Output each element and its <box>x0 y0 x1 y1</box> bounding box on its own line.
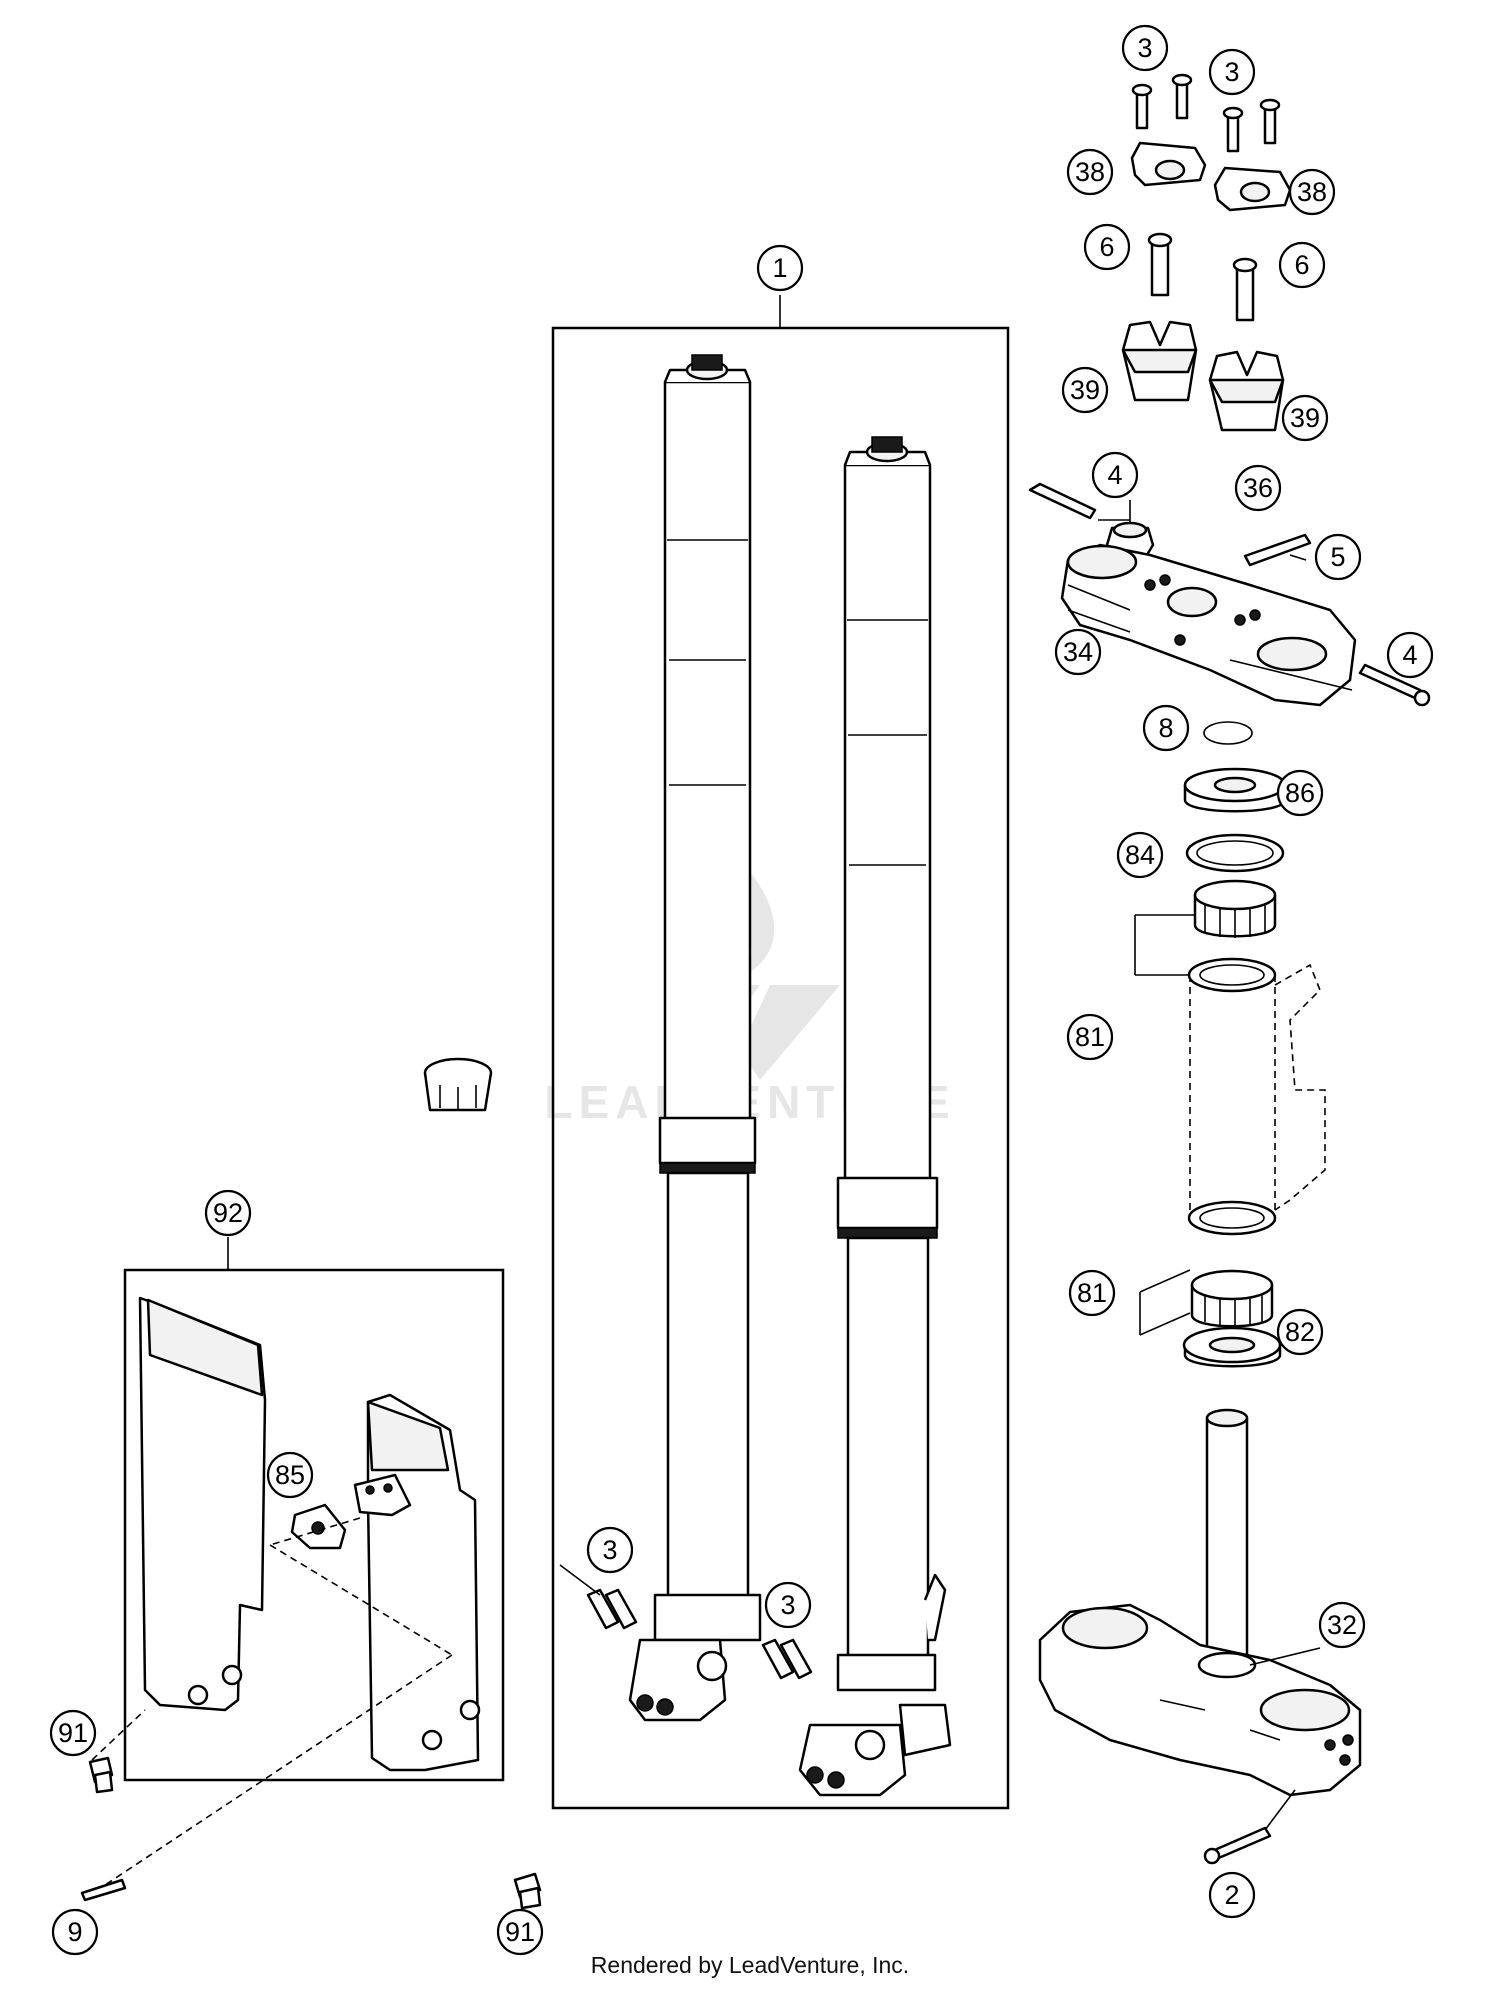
callout-39-right: 39 <box>1281 394 1329 442</box>
upper-bearing <box>1193 879 1277 938</box>
right-fork-leg <box>798 436 952 1797</box>
callout-3-top-left: 3 <box>1121 24 1169 72</box>
svg-text:2: 2 <box>1224 1880 1239 1910</box>
callout-34: 34 <box>1054 628 1102 676</box>
svg-text:9: 9 <box>67 1917 82 1947</box>
lower-triple-clamp <box>1038 1408 1362 1797</box>
axle-clamp-bolts-right <box>761 1638 813 1680</box>
clamp-bolts-6 <box>1147 232 1258 322</box>
svg-text:92: 92 <box>213 1198 243 1228</box>
fork-guard-frame <box>123 1268 505 1782</box>
right-fork-guard <box>366 1393 481 1772</box>
handlebar-riser-right <box>1208 350 1285 432</box>
callout-84: 84 <box>1116 831 1164 879</box>
svg-text:91: 91 <box>505 1917 535 1947</box>
dust-seal-86 <box>1183 767 1287 813</box>
svg-text:4: 4 <box>1402 640 1417 670</box>
callout-5: 5 <box>1314 533 1362 581</box>
fork-guard-bolt-bottom <box>80 1878 127 1902</box>
left-fork-leg <box>628 354 762 1722</box>
handlebar-clamp-left <box>1130 141 1207 187</box>
callout-85: 85 <box>266 1451 314 1499</box>
callout-92: 92 <box>204 1189 252 1237</box>
top-clamp-bolt-right <box>1358 663 1431 707</box>
callout-2: 2 <box>1208 1871 1256 1919</box>
svg-text:82: 82 <box>1285 1317 1315 1347</box>
svg-text:8: 8 <box>1158 713 1173 743</box>
svg-text:6: 6 <box>1099 232 1114 262</box>
svg-text:32: 32 <box>1327 1610 1357 1640</box>
svg-text:3: 3 <box>1224 57 1239 87</box>
svg-text:4: 4 <box>1107 460 1122 490</box>
o-ring <box>1203 721 1253 745</box>
callout-82: 82 <box>1276 1308 1324 1356</box>
callout-81-upper: 81 <box>1066 1013 1114 1061</box>
callout-6-left: 6 <box>1083 223 1131 271</box>
upper-triple-clamp <box>1060 543 1357 707</box>
spacer-ring <box>423 1057 493 1112</box>
callout-91-left: 91 <box>49 1709 97 1757</box>
top-clamp-bolt-5 <box>1243 533 1312 567</box>
svg-text:39: 39 <box>1290 403 1320 433</box>
fork-guard-screw-right <box>513 1872 542 1910</box>
lower-bearing <box>1190 1269 1274 1328</box>
callout-3-fork-right: 3 <box>764 1581 812 1629</box>
axle-clamp-bolts-left <box>559 1564 638 1630</box>
svg-text:39: 39 <box>1070 375 1100 405</box>
lower-clamp-bolt <box>1203 1789 1296 1865</box>
svg-text:38: 38 <box>1297 177 1327 207</box>
svg-text:38: 38 <box>1075 157 1105 187</box>
callout-1: 1 <box>756 244 804 292</box>
svg-text:86: 86 <box>1285 778 1315 808</box>
svg-text:3: 3 <box>602 1535 617 1565</box>
frame-head-tube <box>1187 957 1326 1236</box>
callout-91-right: 91 <box>496 1908 544 1956</box>
callout-32: 32 <box>1318 1601 1366 1649</box>
callout-38-left: 38 <box>1066 148 1114 196</box>
seal-84 <box>1185 833 1285 873</box>
leader-lines <box>1249 554 1321 1666</box>
handlebar-clamp-right <box>1213 166 1292 212</box>
handlebar-screws-right <box>1222 98 1281 153</box>
svg-text:85: 85 <box>275 1460 305 1490</box>
svg-text:3: 3 <box>780 1590 795 1620</box>
seal-82 <box>1182 1326 1282 1368</box>
callout-3-top-right: 3 <box>1208 48 1256 96</box>
callout-6-right: 6 <box>1278 241 1326 289</box>
render-credit: Rendered by LeadVenture, Inc. <box>590 1952 910 1978</box>
left-fork-guard <box>138 1296 267 1712</box>
svg-text:36: 36 <box>1243 473 1273 503</box>
handlebar-screws-left <box>1131 73 1193 130</box>
handlebar-riser-left <box>1121 320 1198 402</box>
svg-text:3: 3 <box>1137 33 1152 63</box>
fork-guard-screw-left <box>88 1756 114 1794</box>
callout-81-lower: 81 <box>1068 1269 1116 1317</box>
svg-text:91: 91 <box>58 1718 88 1748</box>
svg-text:81: 81 <box>1075 1022 1105 1052</box>
v-logo-icon <box>690 985 840 1080</box>
callout-8: 8 <box>1142 704 1190 752</box>
callout-39-left: 39 <box>1061 366 1109 414</box>
callout-86: 86 <box>1276 769 1324 817</box>
callout-4-right: 4 <box>1386 631 1434 679</box>
svg-text:84: 84 <box>1125 840 1155 870</box>
svg-text:1: 1 <box>772 253 787 283</box>
callout-36: 36 <box>1234 464 1282 512</box>
callout-9: 9 <box>51 1908 99 1956</box>
callout-4-upper: 4 <box>1091 451 1139 499</box>
svg-text:81: 81 <box>1077 1278 1107 1308</box>
brake-line-clip <box>290 1473 412 1550</box>
svg-text:5: 5 <box>1330 542 1345 572</box>
callout-3-fork-left: 3 <box>586 1526 634 1574</box>
callout-38-right: 38 <box>1288 168 1336 216</box>
svg-text:34: 34 <box>1063 637 1093 667</box>
svg-text:6: 6 <box>1294 250 1309 280</box>
